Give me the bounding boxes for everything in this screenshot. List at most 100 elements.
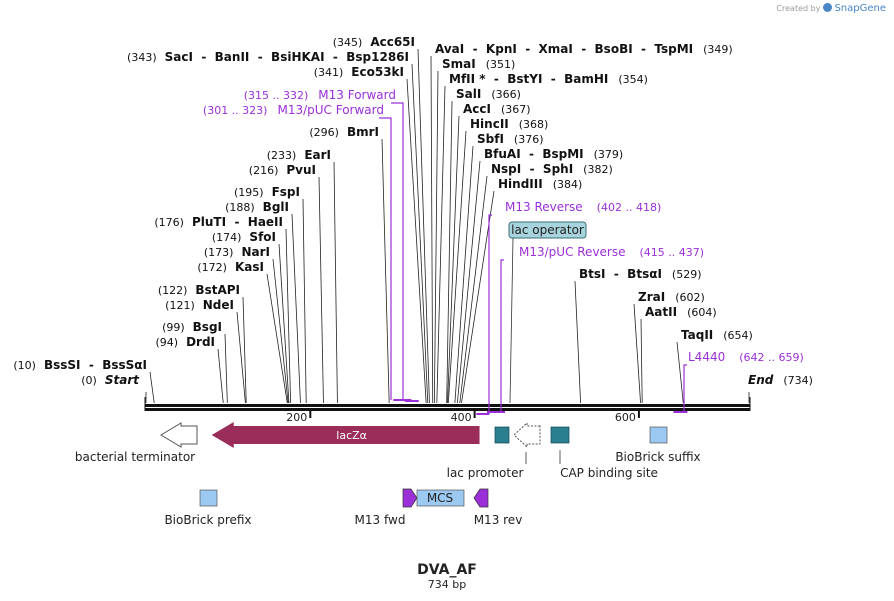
primer-0-range: (315 .. 332) <box>244 89 309 102</box>
enzyme-9-position: (176) <box>154 216 184 229</box>
ruler-tick-label-600: 600 <box>615 411 636 424</box>
lac-promoter-label: lac promoter <box>447 466 524 480</box>
enzyme-15-connector <box>406 78 427 404</box>
enzyme-30-connector <box>640 318 643 404</box>
enzyme-7-position: (173) <box>204 246 234 259</box>
enzyme-9: PluTI - HaeII (176) <box>154 215 283 229</box>
enzyme-22-name: AccI <box>463 102 491 116</box>
enzyme-3-connector <box>224 333 228 404</box>
enzyme-30-name: AatII <box>645 305 677 319</box>
enzyme-20: MfII * - BstYI - BamHI(354) <box>449 72 648 86</box>
enzyme-3: BsgI(99) <box>162 320 222 334</box>
enzyme-28: BtsI - BtsαI(529) <box>579 267 702 281</box>
enzyme-6-name: KasI <box>235 260 264 274</box>
enzyme-2-name: DrdI <box>186 335 215 349</box>
lac-operator-box <box>508 221 587 239</box>
enzyme-25-name: BfuAI - BspMI <box>484 147 584 161</box>
enzyme-6-position: (172) <box>197 261 227 274</box>
backbone-bottom <box>145 408 750 411</box>
enzyme-11-position: (195) <box>234 186 264 199</box>
primer-4-range: (642 .. 659) <box>739 351 804 364</box>
enzyme-24-name: SbfI <box>477 132 504 146</box>
primer-1-range: (301 .. 323) <box>203 104 268 117</box>
enzyme-27: HindIII (384) <box>498 177 582 191</box>
snapgene-logo-icon <box>823 3 833 12</box>
enzyme-8: SfoI(174) <box>212 230 276 244</box>
enzyme-31-connector <box>676 341 684 404</box>
enzyme-19-connector <box>433 70 439 404</box>
enzyme-31: TaqII(654) <box>681 328 753 342</box>
enzyme-26: NspI - SphI(382) <box>491 162 613 176</box>
enzyme-12-name: PvuI <box>286 163 316 177</box>
enzyme-26-name: NspI - SphI <box>491 162 573 176</box>
enzyme-14-connector <box>381 138 390 404</box>
enzyme-29-name: ZraI <box>638 290 665 304</box>
enzyme-27-position: (384) <box>553 178 583 191</box>
enzyme-0-position: (0) <box>81 374 97 387</box>
brand-prefix: Created by <box>776 4 821 13</box>
cap-binding-site-box <box>550 426 570 444</box>
enzyme-22-connector <box>447 115 460 404</box>
enzyme-14: BmrI (296) <box>309 125 379 139</box>
enzyme-32-name: End <box>748 373 774 387</box>
enzyme-12-position: (216) <box>249 164 279 177</box>
enzyme-4-connector <box>236 311 246 404</box>
primer-1-name: M13/pUC Forward <box>277 103 384 117</box>
enzyme-25: BfuAI - BspMI(379) <box>484 147 623 161</box>
enzyme-5-name: BstAPI <box>195 283 240 297</box>
enzyme-1: BssSI - BssSαI (10) <box>13 358 147 372</box>
enzyme-9-name: PluTI - HaeII <box>192 215 283 229</box>
lac-promoter-arrow <box>513 421 541 449</box>
enzyme-6: KasI (172) <box>197 260 264 274</box>
enzyme-18: AvaI - KpnI - XmaI - BsoBI - TspMI(349) <box>435 42 733 56</box>
lacza-label: lacZα <box>336 429 367 442</box>
enzyme-32: End(734) <box>748 373 813 387</box>
enzyme-18-connector <box>430 55 434 404</box>
enzyme-14-name: BmrI <box>347 125 379 139</box>
enzyme-13-position: (233) <box>267 149 297 162</box>
enzyme-1-connector <box>149 371 155 404</box>
enzyme-6-connector <box>266 273 288 404</box>
bacterial-terminator-arrow <box>160 422 198 448</box>
enzyme-14-position: (296) <box>309 126 339 139</box>
enzyme-1-position: (10) <box>13 359 36 372</box>
enzyme-24-connector <box>454 145 474 404</box>
enzyme-23: HincII(368) <box>470 117 548 131</box>
enzyme-15: Eco53kI(341) <box>314 65 404 79</box>
enzyme-20-name: MfII * - BstYI - BamHI <box>449 72 608 86</box>
enzyme-16-name: SacI - BanII - BsiHKAI - Bsp1286I <box>165 50 409 64</box>
enzyme-17-connector <box>417 48 430 404</box>
enzyme-27-name: HindIII <box>498 177 543 191</box>
m13-fwd-arrow <box>402 488 418 508</box>
enzyme-21-position: (366) <box>491 88 521 101</box>
enzyme-13: EarI (233) <box>267 148 331 162</box>
enzyme-18-name: AvaI - KpnI - XmaI - BsoBI - TspMI <box>435 42 693 56</box>
enzyme-31-position: (654) <box>723 329 753 342</box>
primer-3-range: (415 .. 437) <box>640 246 705 259</box>
biobrick-prefix-label: BioBrick prefix <box>164 513 251 527</box>
enzyme-17-name: Acc65I <box>370 35 415 49</box>
sequence-name: DVA_AF <box>417 562 477 578</box>
enzyme-26-connector <box>459 175 488 404</box>
enzyme-1-name: BssSI - BssSαI <box>44 358 147 372</box>
snapgene-brand: Created by SnapGene <box>776 3 886 14</box>
enzyme-5-position: (122) <box>158 284 188 297</box>
primer-2-name: M13 Reverse <box>505 200 583 214</box>
m13-fwd-label: M13 fwd <box>355 513 406 527</box>
enzyme-12-connector <box>318 176 324 404</box>
enzyme-17: Acc65I(345) <box>333 35 415 49</box>
enzyme-21-name: SalI <box>456 87 481 101</box>
brand-name: SnapGene <box>834 3 886 14</box>
enzyme-10-name: BglI <box>263 200 289 214</box>
enzyme-11-connector <box>302 198 307 404</box>
enzyme-13-name: EarI <box>304 148 331 162</box>
enzyme-21-connector <box>446 100 453 404</box>
primer-4-name: L4440 <box>688 350 725 364</box>
enzyme-8-name: SfoI <box>249 230 276 244</box>
enzyme-10-position: (188) <box>225 201 255 214</box>
enzyme-8-connector <box>278 243 290 404</box>
enzyme-24-position: (376) <box>514 133 544 146</box>
enzyme-7: NarI(173) <box>204 245 270 259</box>
enzyme-13-connector <box>333 161 338 404</box>
